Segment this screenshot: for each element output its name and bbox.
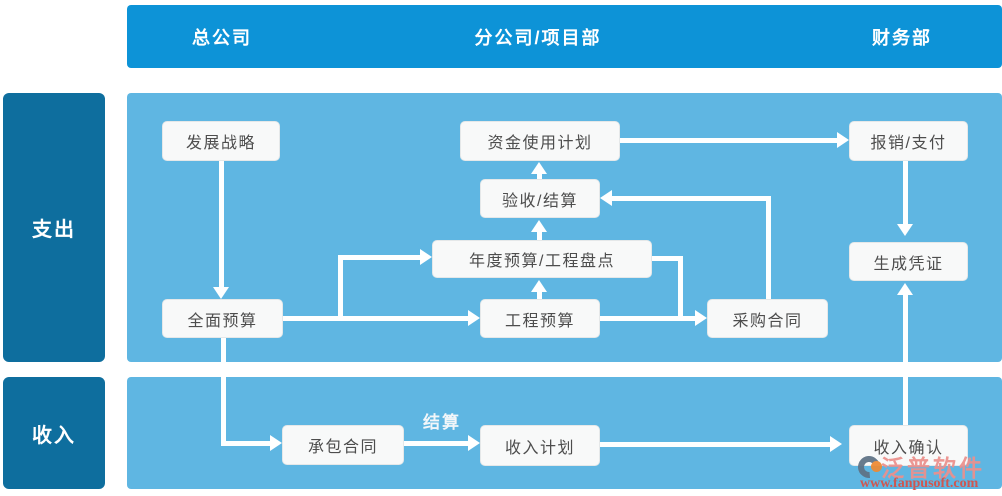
node-generate-voucher: 生成凭证 [849,242,968,281]
arrow-annual-to-purchase-vertical [678,256,683,321]
arrow-acceptance-to-fund-plan [537,173,542,179]
column-header-head-office: 总公司 [192,27,252,48]
lane-expenditure-label: 支出 [32,219,76,241]
arrow-reimburse-to-voucher [903,161,908,225]
watermark-url-text: www.fanpusoft.com [860,476,979,491]
arrow-purchase-to-acceptance-vertical [766,198,771,299]
column-header-bar: 总公司 分公司/项目部 财务部 [127,5,1002,68]
lane-income-label: 收入 [32,424,76,447]
arrow-overall-to-annual-budget-horizontal [338,255,420,260]
node-purchase-contract: 采购合同 [707,299,828,338]
arrow-overall-to-contract-vertical [221,338,226,445]
arrowhead-down-icon [897,224,913,236]
node-contracting-contract: 承包合同 [282,425,404,465]
edge-label-settlement: 结算 [423,413,461,432]
arrowhead-right-icon [695,310,707,326]
logo-dot-icon [871,461,882,472]
arrow-project-to-annual-budget [537,290,542,299]
arrow-income-plan-to-confirm [600,442,830,447]
arrow-annual-to-acceptance [537,231,542,240]
watermark: 泛普软件 www.fanpusoft.com [853,449,1002,495]
node-project-budget: 工程预算 [480,299,600,338]
column-header-finance-dept: 财务部 [872,27,932,48]
arrowhead-up-icon [531,280,547,292]
node-acceptance-settlement: 验收/结算 [480,179,600,218]
arrowhead-right-icon [468,435,480,451]
arrow-overall-to-annual-budget-vertical [338,255,343,321]
arrowhead-right-icon [270,435,282,451]
arrowhead-right-icon [420,249,432,265]
node-overall-budget: 全面预算 [162,299,283,338]
column-header-branch-project: 分公司/项目部 [474,27,602,48]
arrowhead-up-icon [897,283,913,295]
node-income-confirmation: 收入确认 [849,425,968,466]
fanpu-logo-icon [853,451,885,483]
lane-income: 收入 [3,377,105,489]
arrow-annual-to-purchase-horizontal [652,256,683,261]
arrow-income-confirm-to-voucher [903,294,908,425]
arrow-strategy-to-overall-budget [219,161,224,287]
node-income-plan: 收入计划 [480,425,600,466]
arrow-overall-to-contract-horizontal [221,441,270,446]
arrow-purchase-to-acceptance-horizontal [612,196,771,201]
node-reimburse-payment: 报销/支付 [849,121,968,161]
arrow-contract-to-income-plan [404,441,468,446]
arrow-project-budget-to-purchase [600,316,695,321]
node-fund-usage-plan: 资金使用计划 [460,121,620,161]
node-development-strategy: 发展战略 [162,121,280,161]
arrow-overall-to-project-budget [283,316,468,321]
arrowhead-up-icon [531,220,547,232]
arrowhead-left-icon [600,190,612,206]
arrowhead-down-icon [213,287,229,299]
arrowhead-up-icon [531,162,547,174]
arrow-fund-plan-to-reimburse [620,138,837,143]
watermark-brand-text: 泛普软件 [881,455,985,481]
arrowhead-right-icon [468,310,480,326]
arrowhead-right-icon [837,132,849,148]
arrowhead-right-icon [830,436,842,452]
node-annual-budget-inventory: 年度预算/工程盘点 [432,240,652,278]
lane-expenditure: 支出 [3,93,105,362]
